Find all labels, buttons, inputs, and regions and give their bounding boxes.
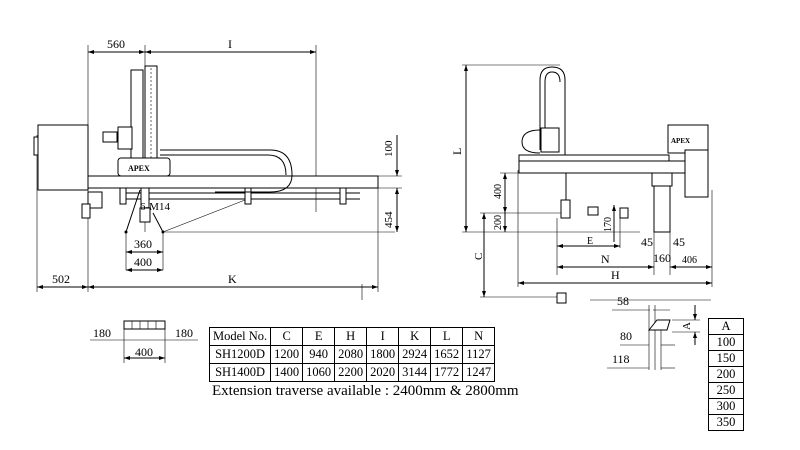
- a-value: 300: [708, 398, 744, 415]
- dim-180-right: 180: [175, 326, 193, 340]
- header-cell: L: [430, 327, 464, 346]
- cell: 940: [302, 345, 336, 364]
- a-value: 150: [708, 350, 744, 367]
- header-cell: E: [302, 327, 336, 346]
- spec-table: Model No. C E H I K L N SH1200D 1200 940…: [208, 327, 496, 382]
- dim-360: 360: [134, 237, 152, 251]
- gripper: [139, 207, 151, 223]
- vertical-arm-front: [540, 127, 560, 153]
- a-dimension-table: A 100 150 200 250 300 350: [708, 318, 744, 431]
- dim-K: K: [228, 272, 237, 286]
- gripper-detail: 58 80 118 A: [361, 284, 711, 370]
- dim-502: 502: [52, 272, 70, 286]
- cell: 2924: [398, 345, 432, 364]
- dim-180-left: 180: [93, 326, 111, 340]
- cell: 1127: [462, 345, 496, 364]
- cell: 2020: [366, 363, 400, 382]
- dim-L: L: [450, 148, 464, 155]
- cell: 1400: [270, 363, 304, 382]
- header-cell: C: [270, 327, 304, 346]
- cell: 1772: [430, 363, 464, 382]
- cell: 3144: [398, 363, 432, 382]
- cell: 2080: [334, 345, 368, 364]
- dim-C: C: [473, 253, 485, 260]
- dim-N: N: [601, 252, 610, 266]
- control-box: [37, 124, 89, 191]
- table-header-row: Model No. C E H I K L N: [208, 327, 496, 346]
- vertical-arm: [130, 69, 144, 163]
- dim-H: H: [611, 268, 620, 282]
- header-cell: Model No.: [208, 327, 272, 346]
- dim-406: 406: [682, 255, 697, 266]
- dim-A: A: [681, 322, 693, 330]
- cell: 1060: [302, 363, 336, 382]
- side-brand: APEX: [128, 164, 150, 173]
- dim-200-front: 200: [493, 215, 504, 230]
- carriage: [117, 157, 171, 177]
- dim-58: 58: [617, 294, 629, 308]
- support-column: [653, 185, 671, 233]
- table-row: SH1400D 1400 1060 2200 2020 3144 1772 12…: [208, 363, 496, 382]
- a-value: 100: [708, 334, 744, 351]
- front-brand: APEX: [671, 137, 690, 145]
- dim-I: I: [228, 37, 232, 51]
- cell: SH1200D: [208, 345, 272, 364]
- traverse-beam: [87, 175, 379, 189]
- dim-400-front: 400: [493, 184, 504, 199]
- dim-454: 454: [383, 211, 395, 228]
- front-gripper: [560, 199, 571, 219]
- cell: 2200: [334, 363, 368, 382]
- dim-45-left: 45: [641, 235, 653, 249]
- dim-118: 118: [612, 352, 630, 366]
- dim-170: 170: [603, 217, 614, 232]
- cell: SH1400D: [208, 363, 272, 382]
- header-cell: N: [462, 327, 496, 346]
- dim-400-base: 400: [135, 345, 153, 359]
- cell: 1652: [430, 345, 464, 364]
- header-cell: K: [398, 327, 432, 346]
- label-6-m14: 6-M14: [140, 201, 170, 213]
- cell: 1800: [366, 345, 400, 364]
- dim-80: 80: [620, 329, 632, 343]
- dim-45-right: 45: [673, 235, 685, 249]
- header-cell: H: [334, 327, 368, 346]
- dim-400: 400: [134, 255, 152, 269]
- header-cell: I: [366, 327, 400, 346]
- a-value: 350: [708, 414, 744, 431]
- side-view: 560 I APEX 6-M14 360 400: [33, 37, 402, 292]
- a-header: A: [708, 318, 744, 335]
- front-view: L APEX 400 200 C 170 E: [450, 64, 713, 304]
- dim-160: 160: [653, 251, 671, 265]
- apex-box: [667, 124, 709, 154]
- front-beam: [518, 160, 700, 174]
- base-detail: 180 180 400: [90, 320, 198, 363]
- dim-E: E: [587, 236, 593, 247]
- dim-560: 560: [107, 37, 125, 51]
- cell: 1247: [462, 363, 496, 382]
- cell: 1200: [270, 345, 304, 364]
- dim-100: 100: [383, 140, 395, 157]
- a-value: 250: [708, 382, 744, 399]
- table-row: SH1200D 1200 940 2080 1800 2924 1652 112…: [208, 345, 496, 364]
- a-value: 200: [708, 366, 744, 383]
- extension-note: Extension traverse available : 2400mm & …: [212, 383, 519, 399]
